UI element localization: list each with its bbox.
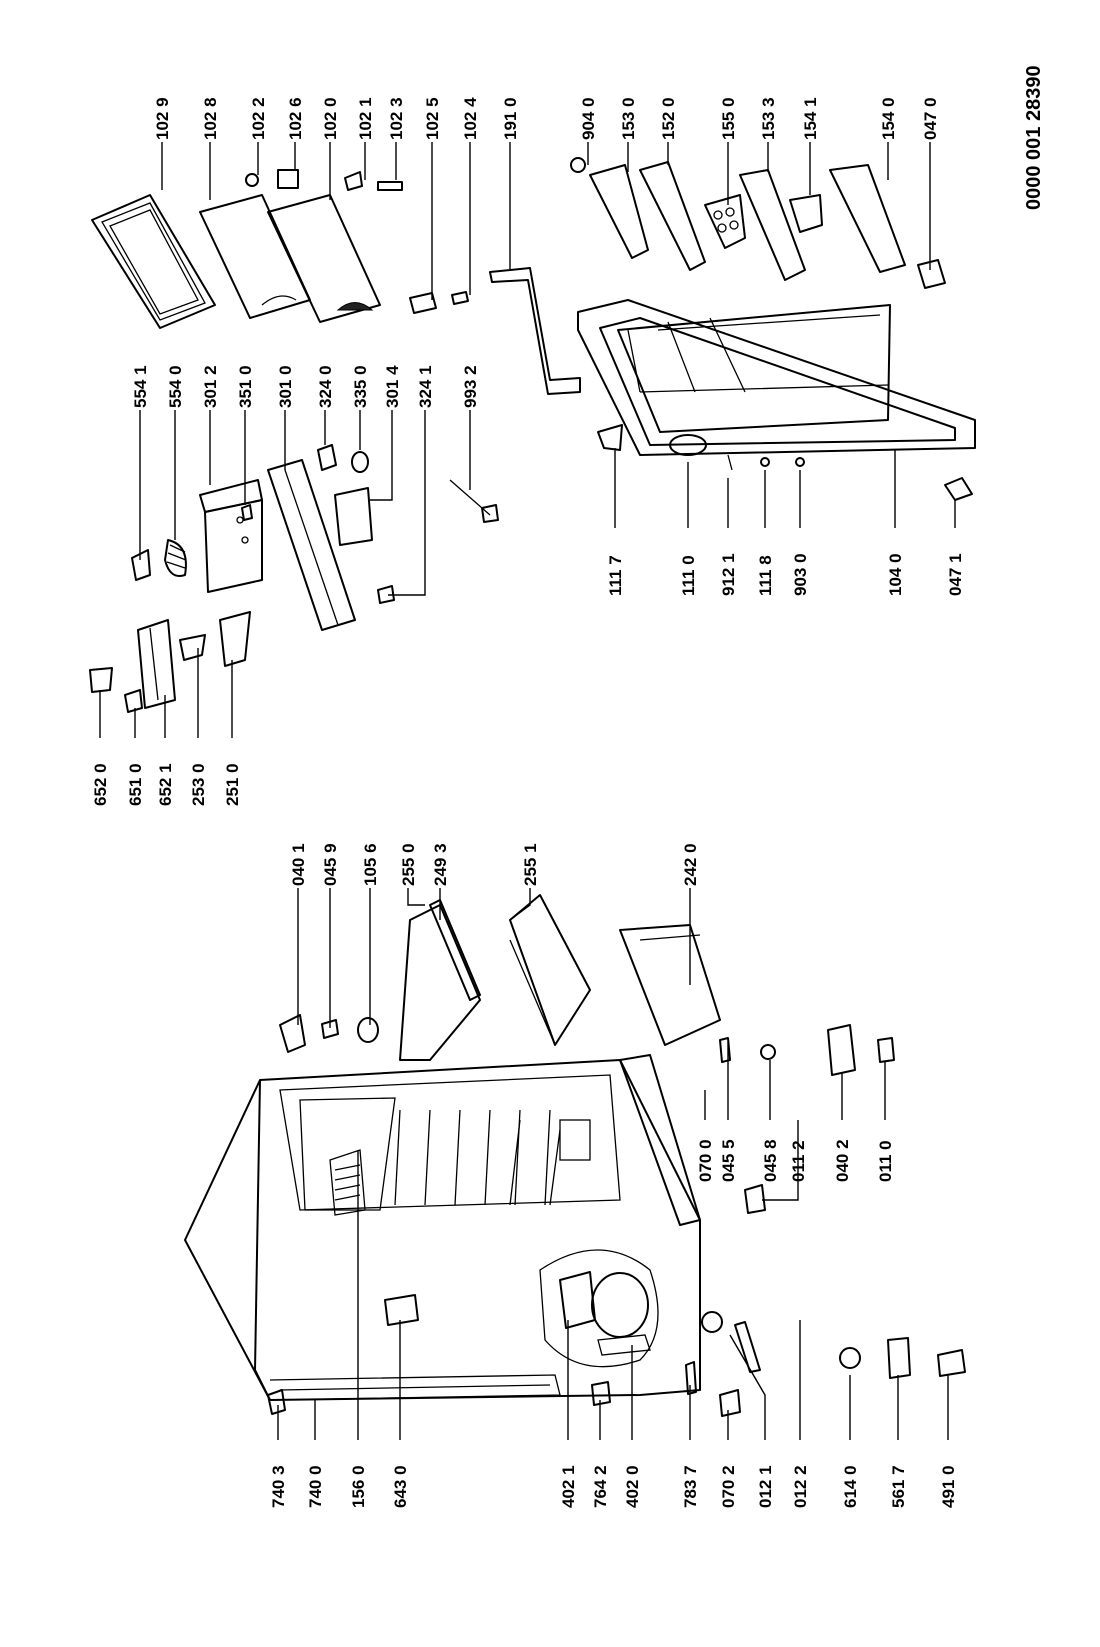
label-1023: 102 3: [387, 97, 406, 140]
label-1029: 102 9: [153, 97, 172, 140]
label-3240: 324 0: [316, 365, 335, 408]
pad-part: [409, 292, 437, 314]
label-2551: 255 1: [521, 843, 540, 886]
label-4021: 402 1: [559, 1465, 578, 1508]
label-5541: 554 1: [131, 365, 150, 408]
label-1028: 102 8: [201, 97, 220, 140]
label-6430: 643 0: [391, 1465, 410, 1508]
label-0401: 040 1: [289, 843, 308, 886]
label-0702: 070 2: [719, 1465, 738, 1508]
label-1025: 102 5: [423, 97, 442, 140]
freezer-door-frame-part: [91, 194, 216, 329]
label-7400: 740 0: [306, 1465, 325, 1508]
label-1910: 191 0: [501, 97, 520, 140]
label-1560: 156 0: [349, 1465, 368, 1508]
label-1022: 102 2: [249, 97, 268, 140]
lamp-parts: [89, 611, 251, 713]
label-9030: 903 0: [791, 553, 810, 596]
label-0459: 045 9: [321, 843, 340, 886]
label-3241: 324 1: [416, 365, 435, 408]
label-1550: 155 0: [719, 97, 738, 140]
label-0700: 070 0: [696, 1139, 715, 1182]
label-1533: 153 3: [759, 97, 778, 140]
bottle-rack-parts: [570, 157, 946, 289]
label-0470: 047 0: [921, 97, 940, 140]
hinge-knob-part: [245, 173, 259, 187]
label-0110: 011 0: [876, 1140, 895, 1182]
document-number: 0000 001 28390: [1023, 65, 1045, 210]
label-7837: 783 7: [681, 1465, 700, 1508]
label-7403: 740 3: [269, 1465, 288, 1508]
label-3014: 301 4: [383, 365, 402, 408]
label-6520: 652 0: [91, 763, 110, 806]
label-6510: 651 0: [126, 763, 145, 806]
compressor-part: [539, 1249, 659, 1368]
label-9040: 904 0: [579, 97, 598, 140]
label-0455: 045 5: [719, 1139, 738, 1182]
label-1056: 105 6: [361, 843, 380, 886]
label-4020: 402 0: [623, 1465, 642, 1508]
door-gasket-part: [489, 267, 581, 395]
control-panel-parts: [131, 444, 499, 631]
label-3510: 351 0: [236, 365, 255, 408]
label-2550: 255 0: [399, 843, 418, 886]
label-1541: 154 1: [801, 97, 820, 140]
label-2530: 253 0: [189, 763, 208, 806]
label-5540: 554 0: [166, 365, 185, 408]
label-5617: 561 7: [889, 1465, 908, 1508]
label-3012: 301 2: [201, 365, 220, 408]
label-2510: 251 0: [223, 763, 242, 806]
label-1021: 102 1: [356, 97, 375, 140]
small-loose-parts: [267, 1024, 966, 1417]
latch-clip-part: [344, 171, 363, 191]
label-6140: 614 0: [841, 1465, 860, 1508]
label-6521: 652 1: [156, 763, 175, 806]
label-1110: 111 0: [679, 555, 698, 596]
refrigerator-door-part: [577, 299, 976, 501]
label-1540: 154 0: [879, 97, 898, 140]
label-0458: 045 8: [761, 1139, 780, 1182]
shelf-parts: [279, 894, 721, 1061]
label-1040: 104 0: [886, 553, 905, 596]
evaporator-door-part: [267, 194, 381, 323]
leader-lines: [99, 142, 956, 1440]
label-1117: 111 7: [606, 555, 625, 596]
freezer-door-panel-part: [199, 194, 311, 319]
cabinet-part: [184, 1054, 701, 1401]
label-2420: 242 0: [681, 843, 700, 886]
label-0471: 047 1: [946, 553, 965, 596]
label-0121: 012 1: [756, 1465, 775, 1508]
label-1118: 111 8: [756, 555, 775, 596]
label-0122: 012 2: [791, 1465, 810, 1508]
label-1020: 102 0: [321, 97, 340, 140]
label-9932: 993 2: [461, 365, 480, 408]
label-4910: 491 0: [939, 1465, 958, 1508]
label-2493: 249 3: [431, 843, 450, 886]
label-1024: 102 4: [461, 97, 480, 140]
label-3010: 301 0: [276, 365, 295, 408]
label-9121: 912 1: [719, 553, 738, 596]
label-3350: 335 0: [351, 365, 370, 408]
label-7642: 764 2: [591, 1465, 610, 1508]
part-labels: 102 9 102 8 102 2 102 6 102 0 102 1 102 …: [91, 97, 965, 1508]
label-1520: 152 0: [659, 97, 678, 140]
catch-part: [377, 181, 403, 191]
label-1026: 102 6: [286, 97, 305, 140]
small-pad-part: [451, 291, 469, 305]
door-latch-part: [277, 169, 299, 189]
label-0402: 040 2: [833, 1139, 852, 1182]
label-1530: 153 0: [619, 97, 638, 140]
label-0112: 011 2: [789, 1140, 808, 1182]
